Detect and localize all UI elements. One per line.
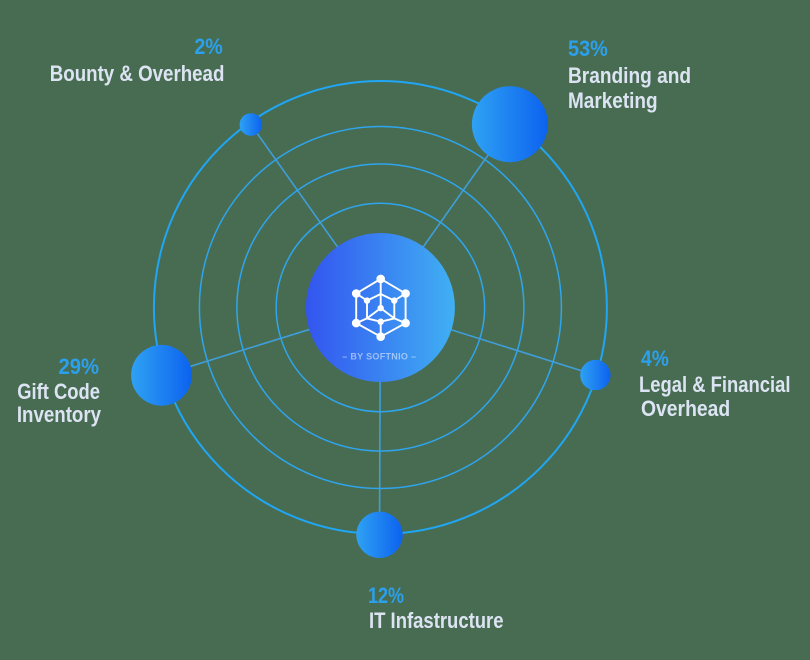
svg-text:– BY SOFTNIO –: – BY SOFTNIO – bbox=[342, 351, 416, 361]
